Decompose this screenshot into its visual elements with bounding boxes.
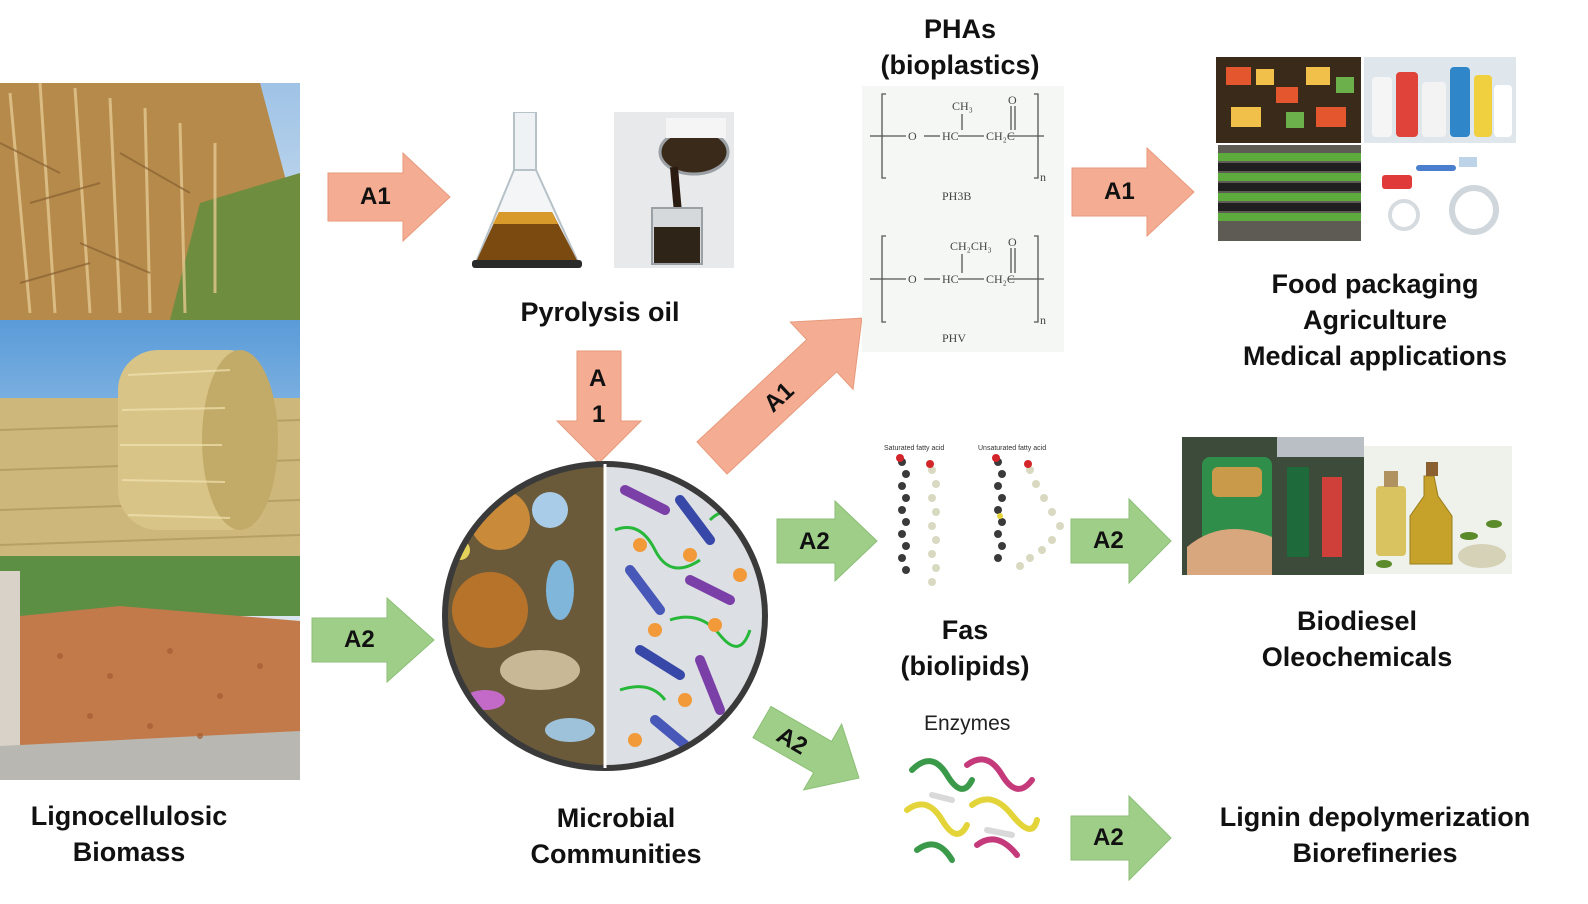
biomass-label-line-1: Lignocellulosic bbox=[30, 801, 228, 831]
phv-hc: HC bbox=[942, 272, 959, 286]
fa-use-1: Biodiesel bbox=[1296, 606, 1418, 636]
pha-structures-image: O HC CH₃ CH₂C O n PH3B O HC CH₂CH₃ CH₂C … bbox=[862, 86, 1064, 352]
pha-use-3: Medical applications bbox=[1242, 341, 1508, 371]
arrow-a2-enzyme-shape bbox=[1070, 794, 1172, 882]
arrow-pha-to-uses: A1 bbox=[1071, 146, 1195, 238]
arrow-biomass-to-pyrolysis-label: A1 bbox=[360, 183, 391, 210]
arrow-fas-to-uses: A2 bbox=[1070, 497, 1172, 585]
arrow-a2-shape bbox=[311, 596, 435, 684]
fas-label-line-2: (biolipids) bbox=[900, 651, 1030, 681]
enzyme-use-2: Biorefineries bbox=[1292, 838, 1458, 868]
pyrolysis-pour-image bbox=[614, 112, 734, 268]
arrow-biomass-to-pyrolysis: A1 bbox=[327, 151, 451, 243]
wood-chips-photo bbox=[0, 556, 300, 780]
ph3b-o-top: O bbox=[1008, 93, 1017, 107]
plastic-bottles-photo bbox=[1364, 57, 1516, 143]
ph3b-o: O bbox=[908, 129, 917, 143]
ph3b-ch3: CH₃ bbox=[952, 99, 973, 113]
ph3b-name: PH3B bbox=[942, 189, 971, 203]
arrow-a1-diag-shape: A1 bbox=[696, 317, 863, 475]
arrow-microbial-to-fas-label: A2 bbox=[799, 528, 830, 555]
pyrolysis-flask-image bbox=[472, 111, 582, 272]
arrow-microbial-to-fas: A2 bbox=[776, 499, 878, 583]
food-packaging-photo bbox=[1216, 57, 1361, 143]
phv-n: n bbox=[1040, 313, 1046, 327]
pha-uses-label: Food packaging Agriculture Medical appli… bbox=[1212, 266, 1538, 374]
ph3b-n: n bbox=[1040, 170, 1046, 184]
medical-devices-photo bbox=[1364, 145, 1516, 241]
arrow-microbial-to-pha: A1 bbox=[690, 317, 863, 480]
arrow-a2-diag-shape: A2 bbox=[752, 705, 860, 791]
ph3b-ch2c: CH₂C bbox=[986, 129, 1015, 143]
pyrolysis-label: Pyrolysis oil bbox=[520, 297, 680, 327]
arrow-a1-down-shape bbox=[555, 350, 643, 464]
fas-label-line-1: Fas bbox=[941, 615, 989, 645]
hay-bale-photo bbox=[0, 320, 300, 556]
enzyme-use-1: Lignin depolymerization bbox=[1219, 802, 1531, 832]
phv-ch2c: CH₂C bbox=[986, 272, 1015, 286]
arrow-pyrolysis-to-microbial-label-2: 1 bbox=[592, 401, 606, 428]
arrow-fas-to-uses-label: A2 bbox=[1093, 527, 1124, 554]
arrow-enzymes-to-uses-label: A2 bbox=[1093, 824, 1124, 851]
arrow-a2-fa-shape bbox=[776, 499, 878, 583]
biomass-label: Lignocellulosic Biomass bbox=[4, 798, 254, 870]
fas-label: Fas (biolipids) bbox=[852, 612, 1078, 684]
phv-name: PHV bbox=[942, 331, 966, 345]
enzyme-uses-label: Lignin depolymerization Biorefineries bbox=[1190, 799, 1560, 871]
microbial-community-image bbox=[440, 460, 770, 772]
microbial-label: Microbial Communities bbox=[506, 800, 726, 872]
arrow-pha-to-uses-label: A1 bbox=[1104, 178, 1135, 205]
saturated-fatty-acid-label: Saturated fatty acid bbox=[884, 445, 944, 452]
arrow-a1-right-shape bbox=[1071, 146, 1195, 238]
ph3b-hc: HC bbox=[942, 129, 959, 143]
arrow-a1-shape bbox=[327, 151, 451, 243]
enzymes-label: Enzymes bbox=[924, 712, 1011, 735]
biodiesel-pump-photo bbox=[1182, 437, 1364, 575]
oleochemicals-photo bbox=[1364, 446, 1512, 574]
phv-o-top: O bbox=[1008, 235, 1017, 249]
arrow-a2-fa-uses-shape bbox=[1070, 497, 1172, 585]
fa-use-2: Oleochemicals bbox=[1261, 642, 1453, 672]
arrow-biomass-to-microbial: A2 bbox=[311, 596, 435, 684]
phv-ch2ch3: CH₂CH₃ bbox=[950, 239, 992, 253]
fatty-acids-image: Saturated fatty acid Unsaturated fatty a… bbox=[880, 440, 1070, 600]
arrow-biomass-to-microbial-label: A2 bbox=[344, 626, 375, 653]
phas-label-line-2: (bioplastics) bbox=[880, 50, 1040, 80]
microbial-label-line-2: Communities bbox=[530, 839, 702, 869]
microbial-label-line-1: Microbial bbox=[556, 803, 676, 833]
biomass-label-line-2: Biomass bbox=[72, 837, 186, 867]
agriculture-photo bbox=[1218, 145, 1361, 241]
pha-use-2: Agriculture bbox=[1302, 305, 1448, 335]
arrow-pyrolysis-to-microbial: A 1 bbox=[555, 350, 643, 464]
enzyme-structure-image bbox=[892, 740, 1042, 878]
fa-uses-label: Biodiesel Oleochemicals bbox=[1222, 603, 1492, 675]
arrow-microbial-to-enzymes: A2 bbox=[752, 698, 862, 791]
phas-label: PHAs (bioplastics) bbox=[840, 11, 1080, 83]
arrow-enzymes-to-uses: A2 bbox=[1070, 794, 1172, 882]
unsaturated-fatty-acid-label: Unsaturated fatty acid bbox=[978, 445, 1046, 452]
arrow-pyrolysis-to-microbial-label-1: A bbox=[589, 365, 607, 392]
corn-field-photo bbox=[0, 83, 300, 320]
phas-label-line-1: PHAs bbox=[923, 14, 997, 44]
pha-use-1: Food packaging bbox=[1271, 269, 1479, 299]
phv-o: O bbox=[908, 272, 917, 286]
